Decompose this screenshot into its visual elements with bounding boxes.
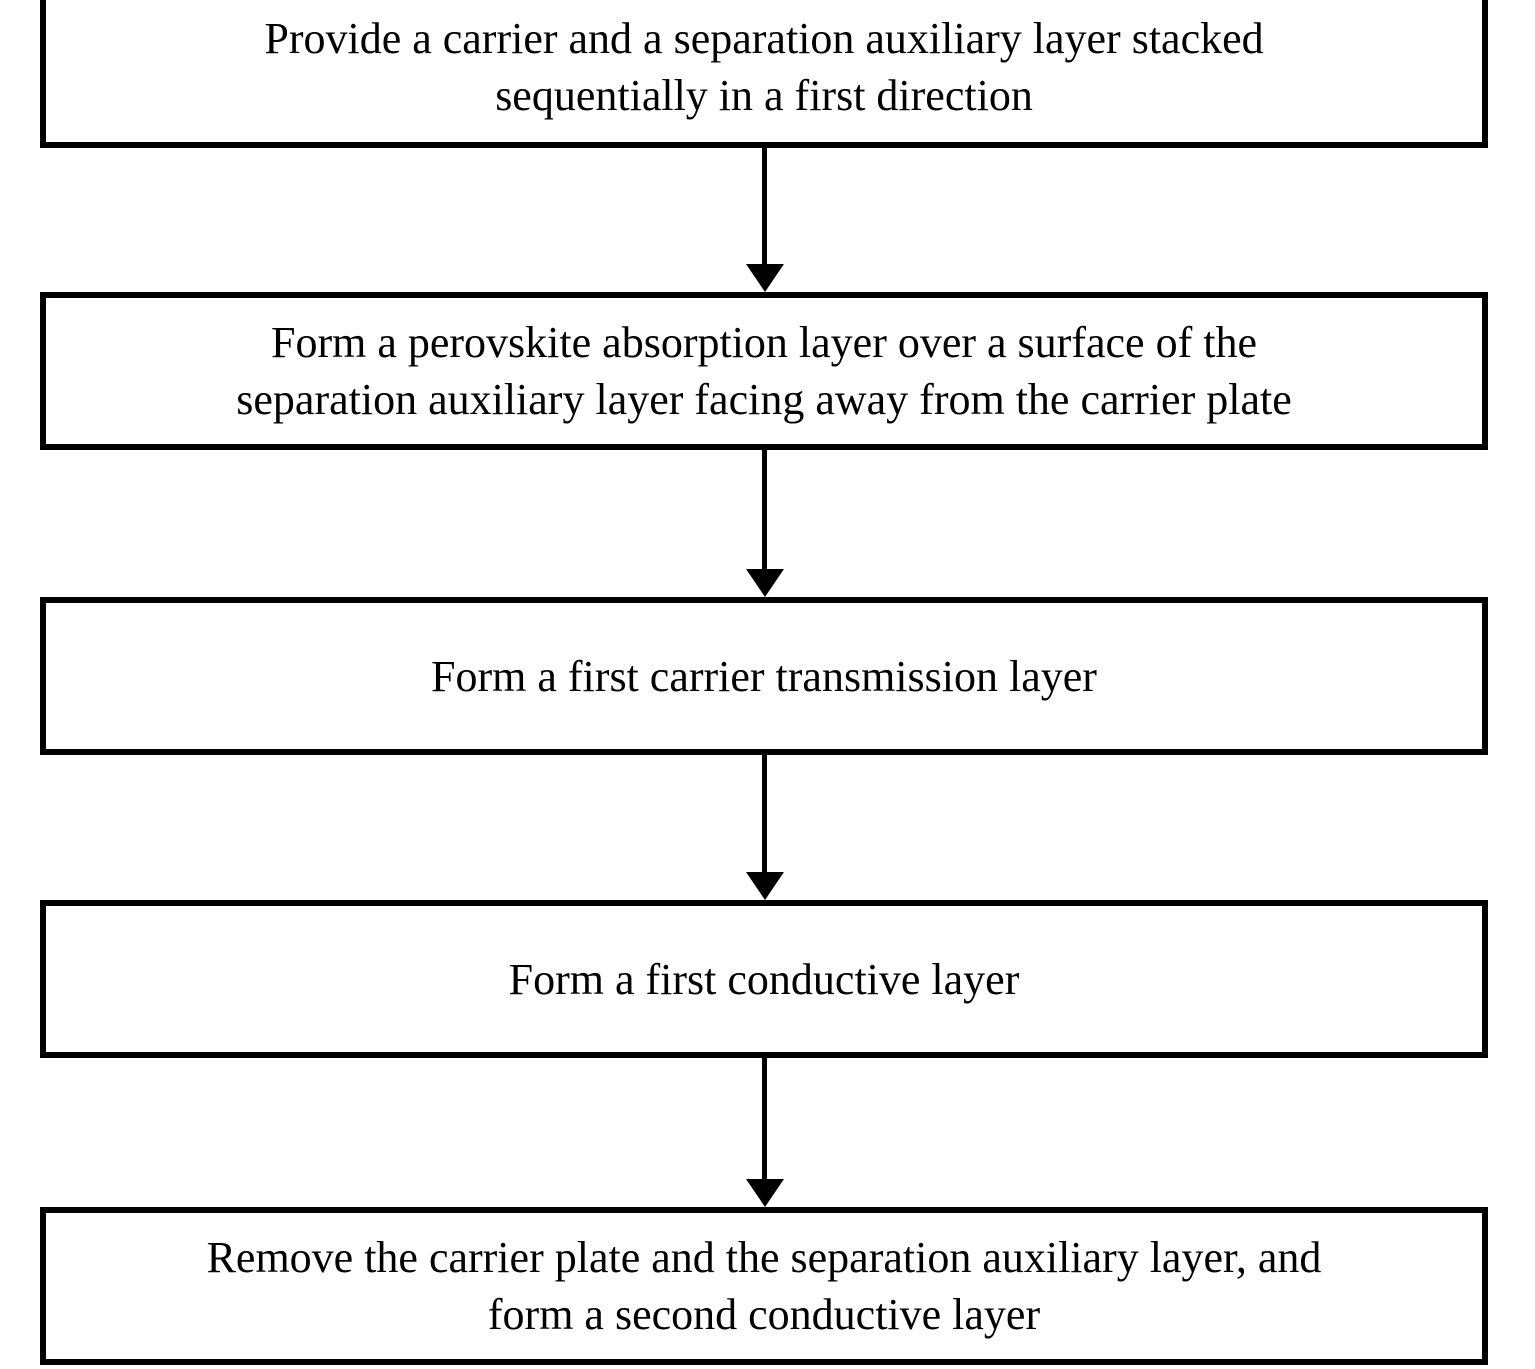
- arrow-head-icon: [746, 264, 784, 292]
- step-box-1: Provide a carrier and a separation auxil…: [40, 0, 1488, 148]
- step-1-text-line-1: Provide a carrier and a separation auxil…: [264, 14, 1264, 63]
- step-box-5: Remove the carrier plate and the separat…: [40, 1207, 1488, 1365]
- step-3-text-line-1: Form a first carrier transmission layer: [431, 651, 1097, 701]
- arrow-stem: [762, 148, 767, 268]
- step-box-2: Form a perovskite absorption layer over …: [40, 292, 1488, 450]
- step-box-3: Form a first carrier transmission layer: [40, 597, 1488, 755]
- step-box-4: Form a first conductive layer: [40, 900, 1488, 1058]
- step-5-text-line-1: Remove the carrier plate and the separat…: [206, 1233, 1322, 1282]
- arrow-head-icon: [746, 872, 784, 900]
- step-2-text-line-2: separation auxiliary layer facing away f…: [236, 375, 1292, 424]
- arrow-stem: [762, 755, 767, 874]
- arrow-head-icon: [746, 1179, 784, 1207]
- arrow-head-icon: [746, 569, 784, 597]
- step-5-text-line-2: form a second conductive layer: [487, 1290, 1041, 1339]
- step-2-text-line-1: Form a perovskite absorption layer over …: [271, 318, 1257, 367]
- arrow-stem: [762, 1058, 767, 1181]
- step-1-text-line-2: sequentially in a first direction: [495, 71, 1033, 120]
- arrow-stem: [762, 450, 767, 571]
- step-4-text-line-1: Form a first conductive layer: [508, 954, 1020, 1004]
